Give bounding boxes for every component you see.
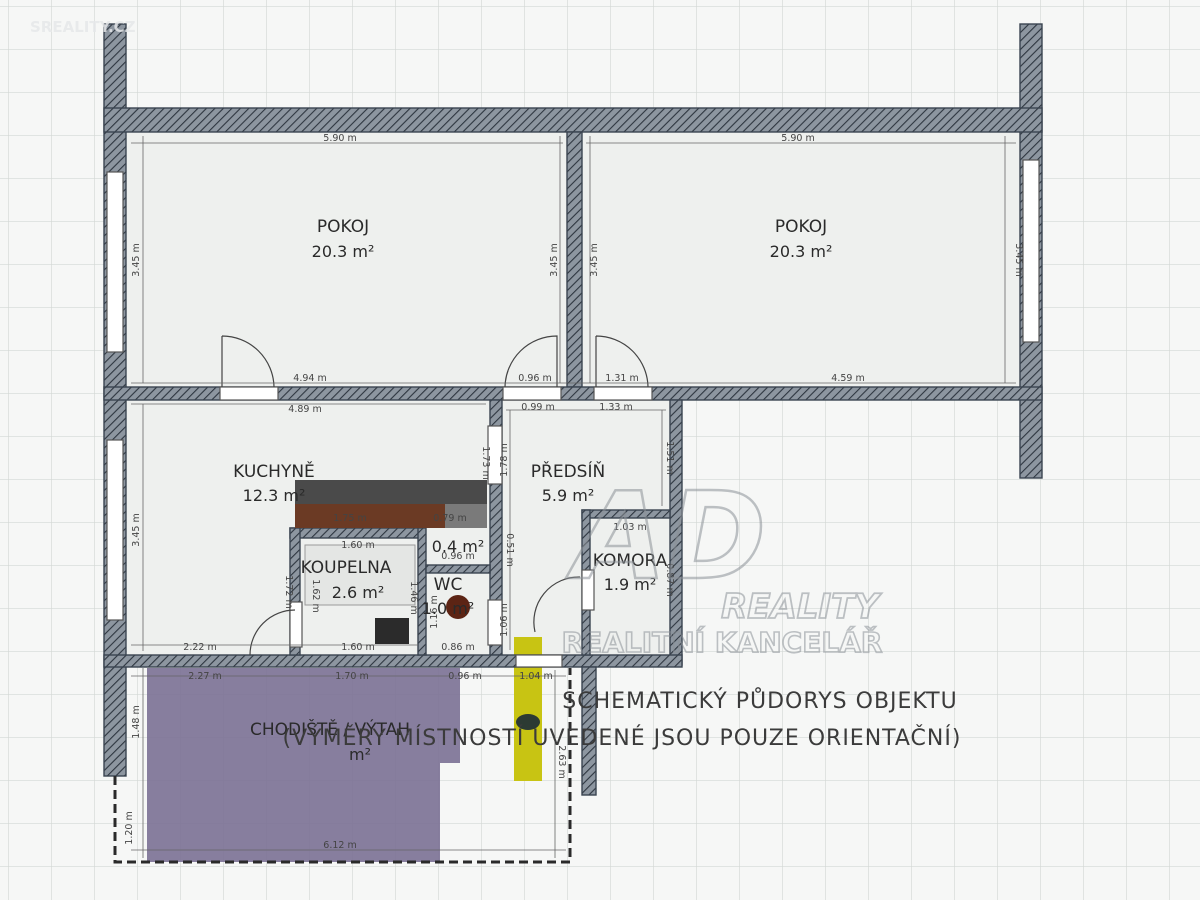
landing-area: [147, 668, 460, 862]
dim-label: 4.59 m: [831, 373, 864, 384]
dim-label: 1.03 m: [613, 522, 646, 533]
watermark-top: SREALITY.CZ: [30, 18, 136, 36]
doors: [219, 335, 653, 668]
dim-label: 1.16 m: [429, 595, 440, 628]
dim-label: 4.89 m: [288, 404, 321, 415]
dim-label: 0.99 m: [521, 402, 554, 413]
dim-label: 1.78 m: [499, 443, 510, 476]
dim-label: 1.72 m: [283, 575, 294, 608]
dim-label: 2.63 m: [556, 745, 567, 778]
dim-label: 4.94 m: [293, 373, 326, 384]
dim-label: 0.51 m: [504, 533, 515, 566]
dim-label: 3.45 m: [131, 243, 142, 276]
dim-label: 1.46 m: [408, 581, 419, 614]
dimension-lines: [131, 136, 1016, 858]
windows: [106, 159, 1040, 648]
dim-label: 0.96 m: [518, 373, 551, 384]
dim-label: 1.60 m: [341, 540, 374, 551]
room-area-chodiste: m²: [349, 745, 371, 764]
dimension-labels: 5.90 m 5.90 m 3.45 m 3.45 m 3.45 m 3.45 …: [124, 133, 1024, 851]
dim-label: 2.22 m: [183, 642, 216, 653]
agency-logo: AD REALITY REALITNÍ KANCELÁŘ: [561, 467, 883, 660]
elevator-icon: [516, 714, 540, 730]
room-name-komora: KOMORA: [593, 551, 668, 571]
dim-label: 2.27 m: [188, 671, 221, 682]
dim-label: 1.06 m: [499, 603, 510, 636]
dim-label: 1.04 m: [519, 671, 552, 682]
room-name-wc: WC: [434, 575, 463, 595]
room-labels: POKOJ 20.3 m² POKOJ 20.3 m² KUCHYNĚ 12.3…: [233, 217, 832, 764]
dim-label: 1.51 m: [664, 441, 675, 474]
dim-label: 1.75 m: [333, 513, 366, 524]
room-area-pokoj-left: 20.3 m²: [312, 242, 375, 261]
room-name-chodiste: CHODIŠTĚ / VÝTAH: [250, 718, 410, 740]
room-area-kuchyne: 12.3 m²: [243, 486, 306, 505]
room-area-komora: 1.9 m²: [604, 575, 657, 594]
dim-label: 0.87 m: [664, 563, 675, 596]
room-area-koupelna: 2.6 m²: [332, 583, 385, 602]
dim-label: 0.96 m: [448, 671, 481, 682]
room-area-chodba-small: 0.4 m²: [432, 537, 485, 556]
dim-label: 0.79 m: [433, 513, 466, 524]
note-line-2: (VÝMĚRY MÍSTNOSTÍ UVEDENÉ JSOU POUZE ORI…: [283, 725, 962, 751]
dim-label: 0.86 m: [441, 642, 474, 653]
note-line-1: SCHEMATICKÝ PŮDORYS OBJEKTU: [562, 687, 957, 714]
dim-label: 3.45 m: [589, 243, 600, 276]
logo-tagline: REALITNÍ KANCELÁŘ: [562, 625, 883, 659]
room-name-koupelna: KOUPELNA: [301, 558, 392, 578]
dim-label: 3.45 m: [1013, 243, 1024, 276]
bathroom-fixtures: [304, 544, 470, 644]
room-name-kuchyne: KUCHYNĚ: [233, 460, 315, 482]
room-name-pokoj-right: POKOJ: [775, 217, 827, 237]
room-area-wc: 1.0 m²: [422, 599, 475, 618]
room-area-predsin: 5.9 m²: [542, 486, 595, 505]
dim-label: 1.48 m: [131, 705, 142, 738]
room-name-predsin: PŘEDSÍŇ: [531, 460, 605, 482]
dim-label: 6.12 m: [323, 840, 356, 851]
room-name-pokoj-left: POKOJ: [317, 217, 369, 237]
dim-label: 1.60 m: [341, 642, 374, 653]
dim-label: 3.45 m: [131, 513, 142, 546]
dim-label: 3.45 m: [549, 243, 560, 276]
dim-label: 1.62 m: [310, 579, 321, 612]
dim-label: 1.73 m: [480, 446, 491, 479]
dim-label: 1.70 m: [335, 671, 368, 682]
dim-label: 1.31 m: [605, 373, 638, 384]
dim-label: 0.96 m: [441, 551, 474, 562]
dim-label: 1.20 m: [124, 811, 135, 844]
room-area-pokoj-right: 20.3 m²: [770, 242, 833, 261]
dim-label: 1.33 m: [599, 402, 632, 413]
dim-label: 5.90 m: [323, 133, 356, 144]
logo-brand: REALITY: [721, 587, 882, 627]
kitchen-counter: [295, 480, 487, 528]
logo-mark: AD: [566, 468, 766, 607]
dim-label: 5.90 m: [781, 133, 814, 144]
landing-outline: [113, 668, 572, 864]
